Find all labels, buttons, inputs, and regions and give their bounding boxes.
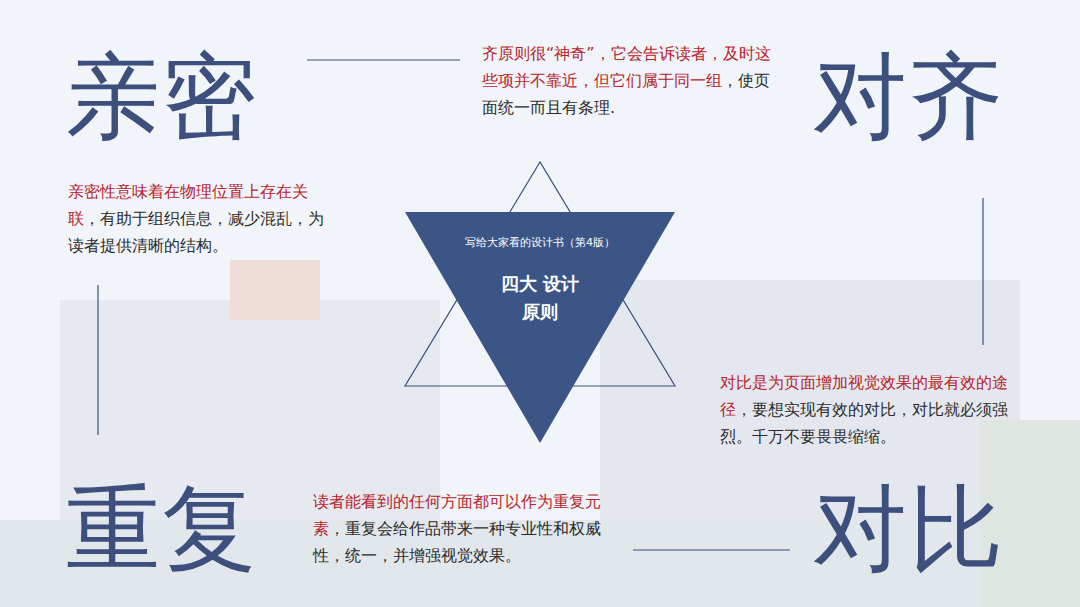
body-text: ，有助于组织信息，减少混乱，为读者提供清晰的结构。: [68, 209, 324, 255]
principle-word: 重复: [66, 482, 258, 576]
body-text: ，要想实现有效的对比，对比就必须强烈。千万不要畏畏缩缩。: [720, 400, 1008, 446]
node-title: 四大 设计原则: [500, 270, 580, 326]
description-block: 对比是为页面增加视觉效果的最有效的途径，要想实现有效的对比，对比就必须强烈。千万…: [720, 369, 1012, 450]
rule-line: [982, 198, 983, 345]
description-block: 读者能看到的任何方面都可以作为重复元素，重复会给作品带来一种专业性和权威性，统一…: [313, 488, 618, 569]
description-block: 齐原则很“神奇”，它会告诉读者，及时这些项并不靠近，但它们属于同一组，使页面统一…: [482, 40, 782, 121]
rule-line: [307, 59, 460, 60]
building-roof: [230, 260, 320, 320]
principle-word: 对比: [813, 482, 1005, 576]
triangle-fill: [405, 212, 675, 443]
principle-word: 亲密: [66, 50, 258, 144]
rule-line: [97, 285, 98, 435]
book-title: 写给大家看的设计书（第4版）: [465, 236, 615, 250]
description-block: 亲密性意味着在物理位置上存在关联，有助于组织信息，减少混乱，为读者提供清晰的结构…: [68, 178, 330, 259]
body-text: ，重复会给作品带来一种专业性和权威性，统一，并增强视觉效果。: [313, 519, 601, 565]
triangle-node: 写给大家看的设计书（第4版） 四大 设计原则: [405, 212, 675, 443]
rule-line: [633, 549, 790, 550]
principle-word: 对齐: [813, 50, 1005, 144]
